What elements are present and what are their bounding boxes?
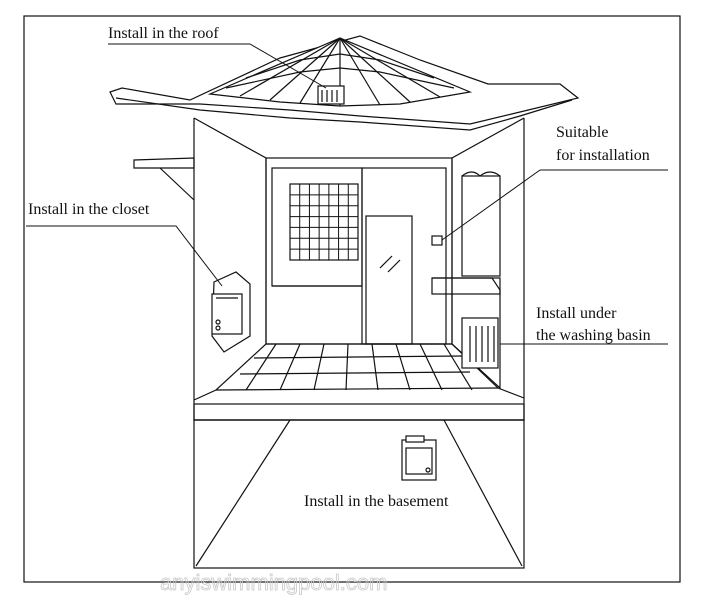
closet-leader (26, 225, 223, 287)
window-panes (290, 184, 358, 260)
watermark: anyiswimmingpool.com (160, 570, 387, 595)
label-basin-1: Install under (536, 305, 617, 322)
roof-eave-inner (115, 97, 573, 131)
basement-heater (401, 435, 437, 481)
label-suitable-1: Suitable (556, 124, 608, 141)
floor-ledge (193, 403, 525, 421)
floor-line (443, 343, 473, 391)
mirror-top (461, 171, 501, 177)
floor-line (245, 343, 277, 391)
roof-ridge (339, 37, 441, 98)
leader-lines (26, 43, 668, 345)
wall-switch (431, 235, 443, 246)
roof-leader (108, 43, 327, 89)
roof-rafter (245, 53, 435, 79)
floor-line (419, 343, 443, 391)
floor-front (215, 387, 499, 391)
roof-ridge (339, 37, 381, 106)
floor-line (279, 343, 301, 391)
left-eave (133, 157, 195, 169)
roof (109, 35, 580, 131)
outer-frame (23, 15, 681, 583)
basement (193, 419, 525, 569)
back-wall (265, 157, 453, 345)
cabinet-door (365, 215, 413, 345)
suitable-leader (441, 169, 541, 241)
basin-top (431, 277, 501, 295)
label-roof: Install in the roof (108, 25, 219, 42)
cabinet (361, 167, 447, 345)
label-closet: Install in the closet (28, 201, 150, 218)
floor-line (371, 343, 379, 391)
left-brace (159, 167, 195, 201)
floor-line (253, 355, 463, 359)
floor-line (395, 343, 411, 391)
front-wall-outline (193, 118, 525, 421)
door-mark (387, 259, 401, 273)
house-walls (133, 117, 525, 421)
window-grid-outer (289, 183, 359, 261)
basin-heater (461, 317, 499, 369)
label-suitable-2: for installation (556, 147, 650, 164)
roof-ridge (339, 37, 411, 103)
floor-line (313, 343, 325, 391)
roof-rafter (225, 67, 455, 89)
mirror (461, 175, 501, 277)
roof-ridge (269, 37, 341, 101)
closet-heater (211, 271, 251, 353)
label-basin-2: the washing basin (536, 327, 651, 344)
floor-line (345, 343, 349, 391)
label-basement: Install in the basement (304, 493, 449, 510)
floor-line (239, 371, 471, 375)
door-mark (379, 255, 393, 269)
